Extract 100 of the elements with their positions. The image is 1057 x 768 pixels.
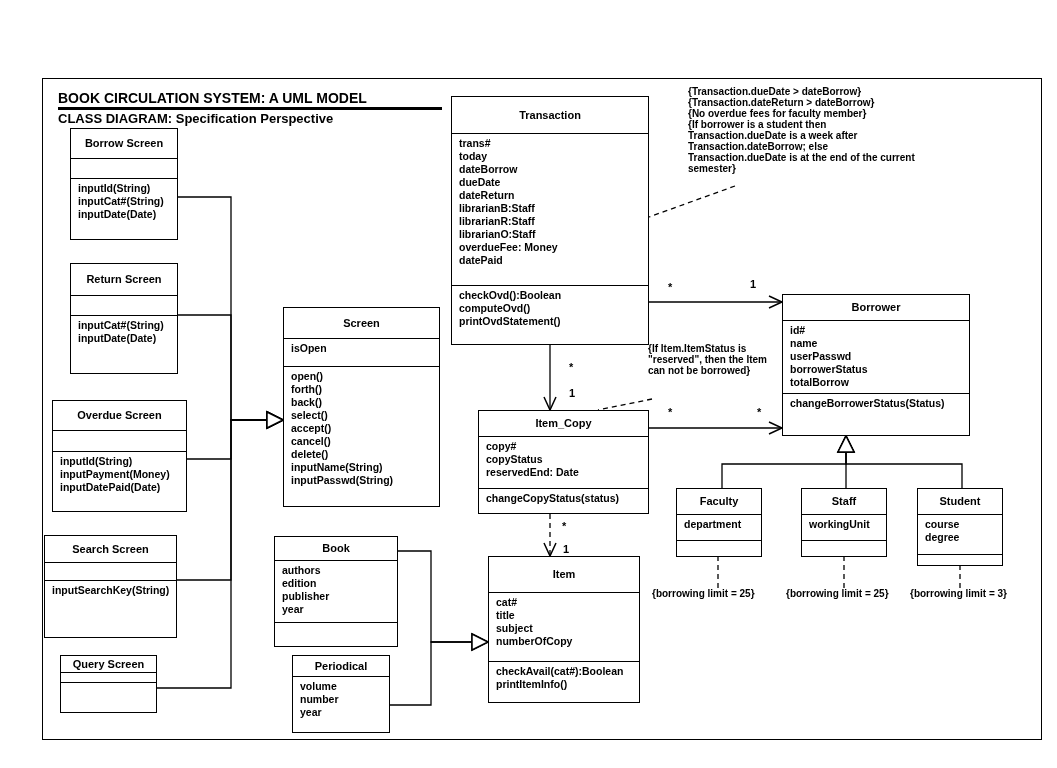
member-text: title [496,608,515,622]
class-name: Staff [831,495,857,508]
member-text: totalBorrow [790,375,849,389]
class-name: Student [939,495,981,508]
association-arrow [648,295,783,309]
member-text: inputId(String) [60,454,133,468]
member-text: authors [282,563,321,577]
diagram-subtitle: CLASS DIAGRAM: Specification Perspective [58,112,334,126]
member-text: datePaid [459,253,503,267]
constraint-text: {If borrower is a student then Transaction.dueDate is a week after Transaction.dateBorrow; else Transaction.dueDate is at the end of the current semester} [688,119,916,174]
member-text: dateBorrow [459,162,518,176]
member-text: number [300,692,339,706]
member-text: librarianR:Staff [459,214,535,228]
member-text: inputPayment(Money) [60,467,170,481]
member-text: name [790,336,818,350]
constraint-text: {Transaction.dueDate > dateBorrow} [688,86,862,97]
class-box [70,263,178,374]
member-text: accept() [291,421,332,435]
member-text: inputSearchKey(String) [52,583,170,597]
class-box [70,128,178,240]
class-name: Periodical [314,659,368,672]
member-text: copy# [486,439,517,453]
diagram-title: BOOK CIRCULATION SYSTEM: A UML MODEL [58,90,367,106]
class-name: Book [322,542,350,555]
multiplicity-label: 1 [563,543,570,555]
multiplicity-label: 1 [569,387,576,399]
member-text: edition [282,576,317,590]
member-text: volume [300,679,337,693]
class-box [292,655,390,733]
class-box [801,488,887,557]
generalization-arrow [837,435,963,489]
member-text: publisher [282,589,330,603]
member-text: course [925,517,960,531]
generalization-arrow [156,411,284,689]
member-text: computeOvd() [459,301,531,315]
class-box [274,536,398,647]
class-box [478,410,649,514]
member-text: today [459,149,487,163]
generalization-arrow [389,633,489,706]
member-text: dateReturn [459,188,515,202]
member-text: cancel() [291,434,331,448]
member-text: inputDate(Date) [78,207,157,221]
member-text: copyStatus [486,452,543,466]
note-connector [843,556,845,589]
member-text: forth() [291,382,322,396]
member-text: inputCat#(String) [78,318,164,332]
class-box [44,535,177,638]
member-text: id# [790,323,806,337]
member-text: checkOvd():Boolean [459,288,562,302]
member-text: reservedEnd: Date [486,465,579,479]
member-text: librarianO:Staff [459,227,536,241]
class-name: Item [552,568,576,581]
dependency-arrow [543,513,557,557]
class-box [60,655,157,713]
constraint-text: {borrowing limit = 25} [652,588,755,599]
constraint-text: {Transaction.dateReturn > dateBorrow} [688,97,875,108]
multiplicity-label: 1 [750,278,757,290]
member-text: year [300,705,322,719]
member-text: changeCopyStatus(status) [486,491,620,505]
member-text: inputPasswd(String) [291,473,394,487]
note-connector [717,556,719,589]
member-text: trans# [459,136,491,150]
class-name: Faculty [699,495,739,508]
class-name: Search Screen [72,542,149,555]
class-box [451,96,649,345]
member-text: printItemInfo() [496,677,568,691]
class-box [52,400,187,512]
association-arrow [543,344,557,411]
class-name: Screen [343,316,380,329]
member-text: inputId(String) [78,181,151,195]
class-name: Return Screen [86,273,162,286]
class-box [283,307,440,507]
multiplicity-label: * [562,520,567,532]
member-text: userPasswd [790,349,852,363]
member-text: librarianB:Staff [459,201,535,215]
member-text: delete() [291,447,329,461]
member-text: subject [496,621,533,635]
constraint-text: {No overdue fees for faculty member} [688,108,867,119]
class-box [488,556,640,703]
multiplicity-label: * [668,406,673,418]
class-name: Item_Copy [535,417,592,430]
member-text: overdueFee: Money [459,240,558,254]
member-text: year [282,602,304,616]
member-text: cat# [496,595,517,609]
member-text: checkAvail(cat#):Boolean [496,664,624,678]
class-box [782,294,970,436]
class-name: Borrow Screen [84,137,164,150]
class-name: Overdue Screen [77,409,162,422]
multiplicity-label: * [569,361,574,373]
class-box [676,488,762,557]
member-text: inputDate(Date) [78,331,157,345]
member-text: degree [925,530,960,544]
member-text: numberOfCopy [496,634,573,648]
member-text: inputDatePaid(Date) [60,480,161,494]
association-arrow [648,421,783,435]
member-text: inputName(String) [291,460,383,474]
member-text: select() [291,408,328,422]
multiplicity-label: * [668,281,673,293]
multiplicity-label: * [757,406,762,418]
member-text: back() [291,395,322,409]
